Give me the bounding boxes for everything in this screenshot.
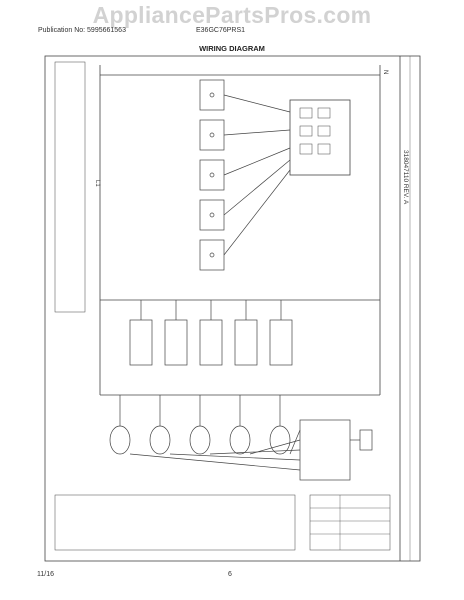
switch-top-3 xyxy=(199,159,225,191)
footer-page: 6 xyxy=(228,571,232,578)
watermark: AppliancePartsPros.com xyxy=(92,2,372,28)
switch-mid-2 xyxy=(164,319,188,366)
switch-top-5 xyxy=(199,239,225,271)
switch-mid-5 xyxy=(269,319,293,366)
revision-label: 318047110 REV. A xyxy=(402,150,409,205)
igniter-5 xyxy=(269,425,291,455)
igniter-3 xyxy=(189,425,211,455)
legend-table xyxy=(309,494,391,551)
warning-notes xyxy=(54,494,296,551)
igniter-2 xyxy=(149,425,171,455)
publication-number: Publication No: 5995661563 xyxy=(38,27,126,34)
notes-box xyxy=(54,61,86,313)
ignition-module xyxy=(299,419,351,481)
switch-mid-3 xyxy=(199,319,223,366)
switch-top-1 xyxy=(199,79,225,111)
switch-top-2 xyxy=(199,119,225,151)
page-title: WIRING DIAGRAM xyxy=(199,44,265,53)
igniter-4 xyxy=(229,425,251,455)
switch-mid-4 xyxy=(234,319,258,366)
connector xyxy=(359,429,373,451)
switch-top-4 xyxy=(199,199,225,231)
neutral-label: N xyxy=(382,70,388,74)
diagram-frame xyxy=(44,55,421,562)
model-number: E36GC76PRS1 xyxy=(196,27,246,34)
line-label-l1: L1 xyxy=(94,180,100,187)
spark-module xyxy=(289,99,351,176)
igniter-1 xyxy=(109,425,131,455)
footer-date: 11/16 xyxy=(37,571,54,578)
switch-mid-1 xyxy=(129,319,153,366)
